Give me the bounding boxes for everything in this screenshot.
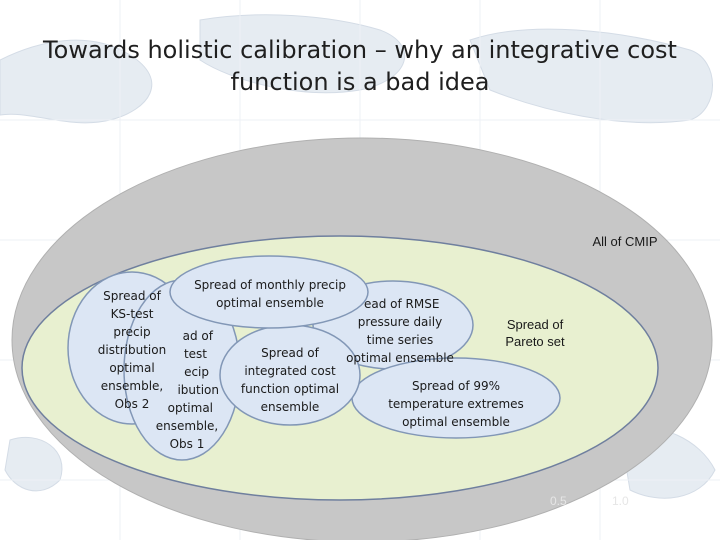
- extremes-line: Spread of 99%: [411, 379, 501, 393]
- background-tick-label: 0.5: [550, 494, 567, 508]
- monthly-precip-label: Spread of monthly precip optimal ensembl…: [190, 276, 350, 312]
- integrated-cost-line: integrated cost: [244, 364, 336, 378]
- extremes-line: temperature extremes: [388, 397, 524, 411]
- integrated-cost-line: Spread of: [261, 346, 319, 360]
- rmse-line: pressure daily: [357, 315, 443, 329]
- title-line-2: function is a bad idea: [230, 68, 490, 96]
- background-tick-label: 1.0: [612, 494, 629, 508]
- ks-obs2-line: Obs 2: [114, 397, 150, 411]
- pareto-line: Pareto set: [505, 334, 565, 349]
- rmse-line: ead of RMSE: [364, 297, 440, 311]
- monthly-precip-line: Spread of monthly precip: [194, 278, 346, 292]
- ks-obs1-line: ecip: [184, 365, 209, 379]
- ks-obs2-line: KS-test: [110, 307, 154, 321]
- ks-obs1-line: ibution: [177, 383, 219, 397]
- ks-obs1-label: ad of test ecip ibution optimal ensemble…: [147, 327, 227, 453]
- rmse-line: time series: [366, 333, 434, 347]
- pareto-set-label: Spread of Pareto set: [490, 316, 580, 350]
- ks-obs2-line: precip: [113, 325, 151, 339]
- integrated-cost-line: ensemble: [260, 400, 320, 414]
- ks-obs2-line: Spread of: [103, 289, 161, 303]
- extremes-label: Spread of 99% temperature extremes optim…: [386, 377, 526, 431]
- ks-obs1-line: test: [183, 347, 207, 361]
- ks-obs2-line: optimal: [109, 361, 155, 375]
- integrated-cost-line: function optimal: [240, 382, 340, 396]
- all-cmip-label: All of CMIP: [592, 234, 658, 249]
- extremes-line: optimal ensemble: [402, 415, 510, 429]
- ks-obs1-line: ensemble,: [155, 419, 219, 433]
- integrated-cost-label: Spread of integrated cost function optim…: [230, 344, 350, 416]
- monthly-precip-line: optimal ensemble: [216, 296, 324, 310]
- rmse-label: ead of RMSE pressure daily time series o…: [340, 295, 460, 367]
- ks-obs1-line: Obs 1: [169, 437, 205, 451]
- ks-obs2-line: ensemble,: [100, 379, 164, 393]
- page-title: Towards holistic calibration – why an in…: [20, 34, 700, 98]
- monthly-precip-ellipse: [169, 255, 369, 329]
- ks-obs2-line: distribution: [97, 343, 167, 357]
- ks-obs1-line: ad of: [182, 329, 213, 343]
- pareto-line: Spread of: [506, 317, 564, 332]
- ks-obs1-line: optimal: [167, 401, 213, 415]
- rmse-line: optimal ensemble: [346, 351, 454, 365]
- title-line-1: Towards holistic calibration – why an in…: [43, 36, 677, 64]
- ks-obs2-label: Spread of KS-test precip distribution op…: [90, 287, 174, 413]
